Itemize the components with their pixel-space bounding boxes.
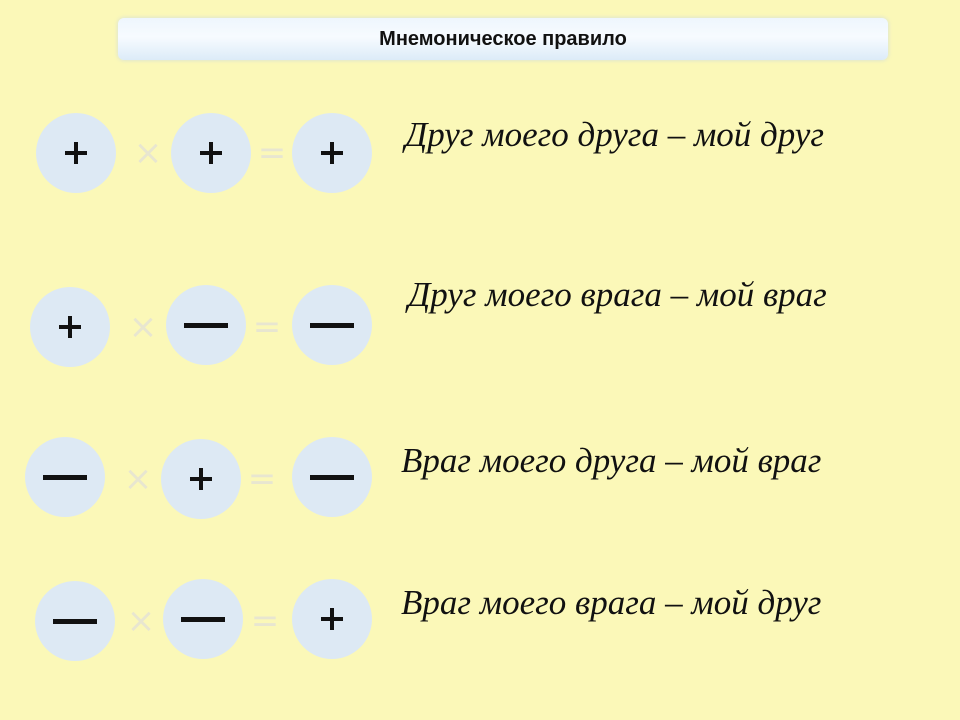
rule-1-factor-b-plus-icon	[191, 133, 231, 173]
rule-4-phrase: Враг моего врага – мой друг	[401, 583, 822, 622]
rule-3-times-sign: ×	[123, 459, 153, 499]
rule-3-result-minus-icon	[310, 457, 354, 497]
rule-1-equals-sign: =	[257, 133, 287, 173]
rule-1-result	[292, 113, 372, 193]
rule-1-times-sign: ×	[133, 133, 163, 173]
rule-1-factor-a	[36, 113, 116, 193]
rule-4-factor-a-minus-icon	[53, 601, 97, 641]
rule-2-phrase: Друг моего врага – мой враг	[408, 275, 827, 314]
rule-3-factor-a	[25, 437, 105, 517]
rule-1-result-plus-icon	[312, 133, 352, 173]
rule-4-equals-sign: =	[250, 601, 280, 641]
rule-2-factor-b	[166, 285, 246, 365]
rule-2-result-minus-icon	[310, 305, 354, 345]
rule-2-factor-b-minus-icon	[184, 305, 228, 345]
rule-1-factor-a-plus-icon	[56, 133, 96, 173]
rule-1-phrase: Друг моего друга – мой друг	[405, 115, 824, 154]
rule-3-factor-b	[161, 439, 241, 519]
rule-4-factor-b	[163, 579, 243, 659]
title-bar: Мнемоническое правило	[118, 18, 888, 60]
rule-1-factor-b	[171, 113, 251, 193]
rule-4-factor-a	[35, 581, 115, 661]
rule-2-result	[292, 285, 372, 365]
rule-4-factor-b-minus-icon	[181, 599, 225, 639]
rule-3-factor-a-minus-icon	[43, 457, 87, 497]
rule-2-equals-sign: =	[252, 307, 282, 347]
rule-3-phrase: Враг моего друга – мой враг	[401, 441, 822, 480]
rule-3-factor-b-plus-icon	[181, 459, 221, 499]
rule-3-equals-sign: =	[247, 459, 277, 499]
rule-4-result-plus-icon	[312, 599, 352, 639]
rule-2-factor-a-plus-icon	[50, 307, 90, 347]
rule-2-factor-a	[30, 287, 110, 367]
rule-4-result	[292, 579, 372, 659]
slide-title: Мнемоническое правило	[379, 27, 627, 50]
rule-2-times-sign: ×	[128, 307, 158, 347]
rule-4-times-sign: ×	[126, 601, 156, 641]
rule-3-result	[292, 437, 372, 517]
